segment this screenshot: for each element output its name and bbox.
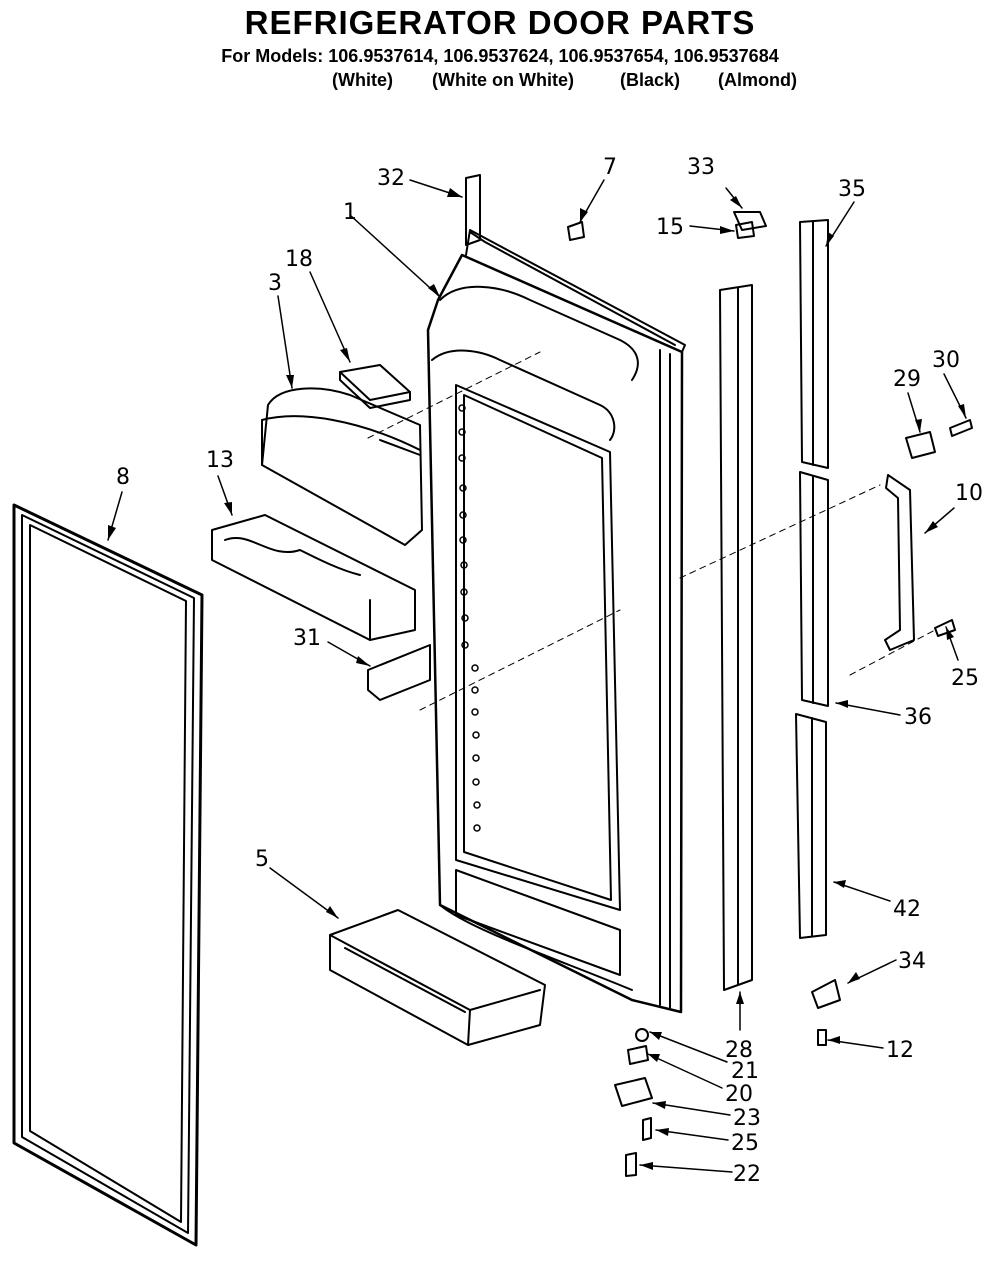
variant-white: (White) [332,70,393,90]
part-34-hinge [811,979,841,1009]
part-42-trim-lower [795,713,827,939]
part-32-shelf-retainer [367,644,431,701]
callout-29: 29 [893,367,921,392]
callout-20: 20 [725,1082,753,1107]
callout-1: 1 [343,200,357,225]
page-title: REFRIGERATOR DOOR PARTS [244,4,756,41]
callout-25-upper: 25 [951,666,979,691]
part-10-door-handle [884,474,915,651]
part-29-handle-mount [905,431,936,459]
callout-42: 42 [893,897,921,922]
callout-21: 21 [731,1059,759,1084]
alignment-lines [367,351,936,711]
callout-12: 12 [886,1038,914,1063]
callout-32: 31 [293,626,321,651]
part-25-screw-upper [934,619,956,637]
callout-10: 10 [955,481,983,506]
callout-7: 7 [603,155,617,180]
part-7-clip [567,221,585,241]
variant-white-on-white: (White on White) [432,70,574,90]
part-1-door-liner [426,229,686,1014]
part-23-bracket [614,1077,653,1107]
callout-30: 30 [932,348,960,373]
callout-13: 13 [206,448,234,473]
part-31-strip [465,174,481,246]
part-21-washer [635,1028,649,1042]
callout-5: 5 [255,847,269,872]
part-5-door-bin [329,909,546,1046]
part-28-handle-trim [719,284,753,991]
callout-34: 34 [898,949,926,974]
callout-28: 28 [725,1038,753,1063]
part-12-screw [817,1029,827,1046]
callout-labels: 32 7 1 18 3 13 8 33 15 35 30 29 10 25 31… [116,155,983,1187]
callout-25-lower: 25 [731,1131,759,1156]
part-18-butter-dish [339,364,411,409]
part-22-screw [625,1152,637,1177]
part-33-hinge-cover [733,211,767,231]
arrow-heads [108,188,966,1170]
callout-8: 8 [116,465,130,490]
variant-almond: (Almond) [718,70,797,90]
part-15-spacer [735,221,755,239]
part-20-bushing [627,1045,649,1065]
part-13-egg-tray [211,514,416,641]
models-line: For Models: 106.9537614, 106.9537624, 10… [221,46,779,66]
callout-31: 32 [377,166,405,191]
callout-15: 15 [656,215,684,240]
model-variants: (White) (White on White) (Black) (Almond… [0,70,1000,94]
variant-black: (Black) [620,70,681,90]
leader-arrows [107,179,967,1173]
callout-33: 33 [687,155,715,180]
callout-35: 35 [838,177,866,202]
part-35-trim-upper [799,219,829,469]
callout-23: 23 [733,1106,761,1131]
part-25-screw-lower [642,1117,652,1141]
callout-18: 18 [285,247,313,272]
part-3-dairy-compartment [261,387,423,546]
part-8-door-gasket [12,503,204,1247]
callout-3: 3 [268,271,282,296]
part-30-screw [949,419,973,437]
callout-22: 22 [733,1162,761,1187]
part-36-trim-middle [799,471,829,707]
callout-36: 36 [904,705,932,730]
